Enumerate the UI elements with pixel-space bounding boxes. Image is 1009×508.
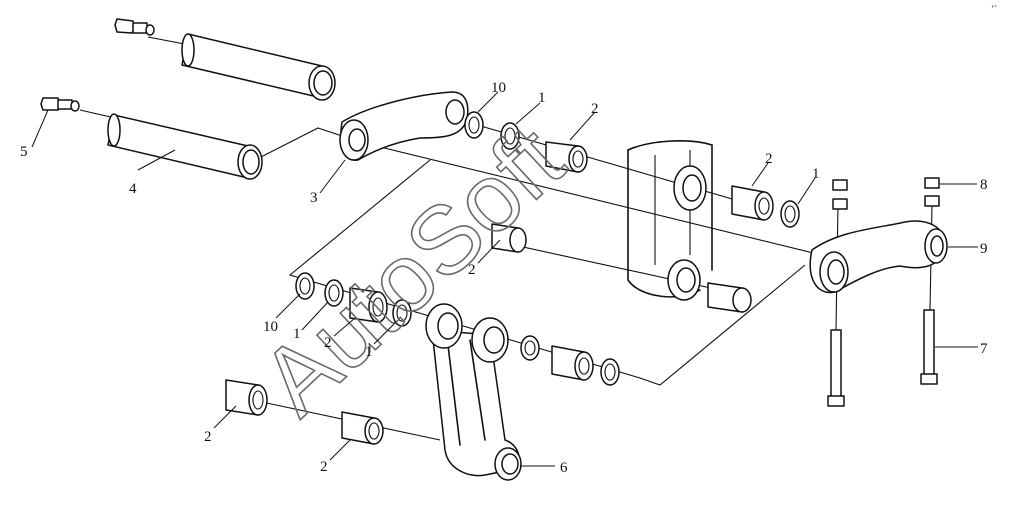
callout-6: 6 xyxy=(560,460,568,476)
callout-1-upper: 1 xyxy=(538,90,546,106)
callout-1-right: 1 xyxy=(812,166,820,182)
callout-2-bottom: 2 xyxy=(320,459,328,475)
callout-7: 7 xyxy=(980,341,988,357)
grease-nipple-upper xyxy=(114,18,155,36)
bolt-right xyxy=(920,309,938,385)
nuts xyxy=(832,177,940,210)
callout-labels: 5 4 3 10 1 2 2 1 8 9 7 2 10 1 2 1 2 2 6 xyxy=(20,80,988,476)
callout-2-middle: 2 xyxy=(468,262,476,278)
callout-3: 3 xyxy=(310,190,318,206)
pin-cylinder-lower xyxy=(107,113,263,180)
callout-5: 5 xyxy=(20,144,28,160)
pin-cylinder-upper xyxy=(181,33,336,101)
grease-nipple-lower xyxy=(40,97,80,112)
callout-10-lower: 10 xyxy=(263,319,278,335)
bolt-left xyxy=(827,329,845,407)
callout-10-upper: 10 xyxy=(491,80,506,96)
callout-1-lower: 1 xyxy=(365,344,373,360)
callout-2-lower: 2 xyxy=(324,335,332,351)
callout-9: 9 xyxy=(980,241,988,257)
center-link-frame xyxy=(627,140,713,301)
washers xyxy=(295,111,800,386)
link-arm-right xyxy=(809,220,948,294)
callout-2-upper: 2 xyxy=(591,101,599,117)
callout-4: 4 xyxy=(129,181,137,197)
callout-8: 8 xyxy=(980,177,988,193)
bushings xyxy=(225,141,774,445)
link-arm-left xyxy=(339,91,469,161)
lower-link xyxy=(425,303,522,481)
callout-2-bottom-left: 2 xyxy=(204,429,212,445)
leader-lines xyxy=(31,91,978,467)
callout-2-right: 2 xyxy=(765,151,773,167)
corner-mark: ʼ˜ xyxy=(991,4,997,14)
callout-1-lower-left: 1 xyxy=(293,326,301,342)
